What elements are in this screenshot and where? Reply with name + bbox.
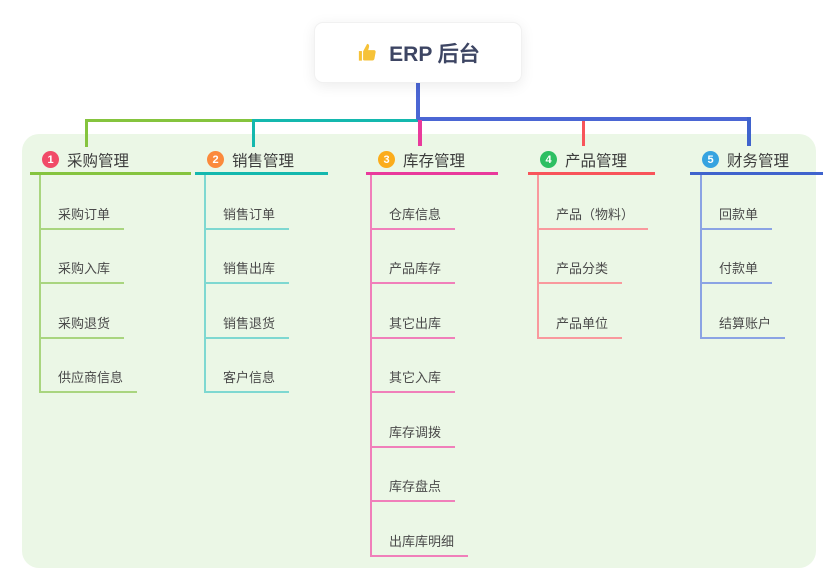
branch-badge-icon: 5 — [702, 151, 719, 168]
branch-node-3[interactable]: 3 库存管理 — [366, 147, 498, 175]
child-label: 采购退货 — [58, 315, 111, 331]
child-label: 销售出库 — [223, 261, 276, 276]
branch-badge-icon: 1 — [42, 151, 59, 168]
child-label: 回款单 — [719, 206, 759, 222]
branch-label: 产品管理 — [565, 152, 628, 170]
branch-label: 财务管理 — [727, 152, 790, 170]
thumbs-up-icon — [356, 41, 379, 64]
connector-root-vertical — [416, 83, 420, 121]
child-node[interactable]: 库存调拨 — [372, 393, 456, 448]
child-label: 仓库信息 — [389, 206, 442, 222]
child-label: 库存调拨 — [389, 424, 442, 440]
child-label: 出库库明细 — [389, 533, 455, 549]
child-label: 销售订单 — [223, 206, 276, 222]
branch-node-2[interactable]: 2 销售管理 — [195, 147, 328, 175]
child-label: 产品库存 — [389, 261, 442, 276]
child-label: 其它出库 — [389, 315, 442, 331]
connector-branch-1 — [85, 120, 88, 147]
child-node[interactable]: 回款单 — [702, 175, 773, 230]
child-label: 结算账户 — [719, 315, 772, 331]
root-title: ERP 后台 — [389, 42, 480, 66]
connector-branch-2 — [252, 120, 255, 147]
branch-badge-icon: 3 — [378, 151, 395, 168]
branch-node-4[interactable]: 4 产品管理 — [528, 147, 655, 175]
connector-branch-4 — [582, 121, 585, 146]
branch-node-1[interactable]: 1 采购管理 — [30, 147, 191, 175]
branch-badge-icon: 2 — [207, 151, 224, 168]
branch-label: 采购管理 — [67, 152, 130, 170]
child-label: 供应商信息 — [58, 370, 124, 385]
connector-segment-sales — [252, 119, 419, 122]
branch-children-1: 采购订单采购入库采购退货供应商信息 — [39, 175, 138, 393]
child-node[interactable]: 销售退货 — [206, 284, 290, 339]
child-node[interactable]: 产品库存 — [372, 230, 456, 284]
child-node[interactable]: 库存盘点 — [372, 448, 456, 502]
connector-segment-purchase — [85, 119, 253, 122]
child-label: 其它入库 — [389, 370, 442, 385]
branch-children-4: 产品（物料） 产品分类产品单位 — [537, 175, 649, 339]
child-node[interactable]: 结算账户 — [702, 284, 786, 339]
child-node[interactable]: 采购订单 — [41, 175, 125, 230]
child-node[interactable]: 客户信息 — [206, 339, 290, 393]
branch-node-5[interactable]: 5 财务管理 — [690, 147, 823, 175]
branch-children-3: 仓库信息产品库存其它出库其它入库库存调拨库存盘点出库库明细 — [370, 175, 469, 557]
child-label: 客户信息 — [223, 370, 276, 385]
branch-label: 销售管理 — [232, 152, 295, 170]
child-node[interactable]: 出库库明细 — [372, 502, 469, 557]
child-label: 产品单位 — [556, 315, 609, 331]
connector-branch-3 — [418, 120, 422, 146]
child-node[interactable]: 产品（物料） — [539, 175, 649, 230]
connector-segment-finance — [417, 117, 751, 121]
child-node[interactable]: 仓库信息 — [372, 175, 456, 230]
child-node[interactable]: 采购入库 — [41, 230, 125, 284]
connector-branch-5 — [747, 117, 751, 146]
branch-badge-icon: 4 — [540, 151, 557, 168]
child-node[interactable]: 采购退货 — [41, 284, 125, 339]
child-label: 销售退货 — [223, 315, 276, 331]
branch-children-5: 回款单付款单结算账户 — [700, 175, 786, 339]
child-node[interactable]: 付款单 — [702, 230, 773, 284]
branch-label: 库存管理 — [403, 152, 466, 170]
child-node[interactable]: 其它出库 — [372, 284, 456, 339]
mindmap-root-node[interactable]: ERP 后台 — [314, 22, 522, 83]
child-node[interactable]: 销售订单 — [206, 175, 290, 230]
child-node[interactable]: 供应商信息 — [41, 339, 138, 393]
child-node[interactable]: 产品单位 — [539, 284, 623, 339]
child-node[interactable]: 产品分类 — [539, 230, 623, 284]
child-label: 产品分类 — [556, 261, 609, 276]
child-label: 采购入库 — [58, 261, 111, 276]
child-node[interactable]: 销售出库 — [206, 230, 290, 284]
child-node[interactable]: 其它入库 — [372, 339, 456, 393]
child-label: 产品（物料） — [556, 206, 635, 222]
child-label: 付款单 — [719, 261, 759, 276]
branches-panel — [22, 134, 816, 568]
child-label: 库存盘点 — [389, 479, 442, 494]
branch-children-2: 销售订单销售出库销售退货客户信息 — [204, 175, 290, 393]
child-label: 采购订单 — [58, 206, 111, 222]
